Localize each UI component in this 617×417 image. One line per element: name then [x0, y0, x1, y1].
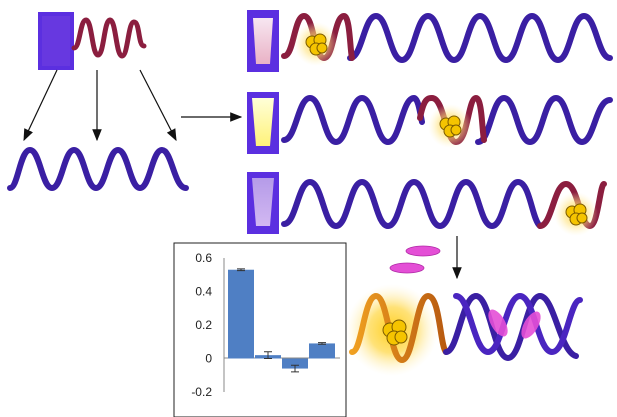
- y-tick-label: 0.4: [195, 285, 212, 299]
- gold-cluster-icon: [305, 33, 328, 56]
- split-arrows: [23, 69, 177, 142]
- blue-helix-row-2: [281, 94, 613, 146]
- gold-cluster-icon: [382, 319, 408, 346]
- chart-frame: [173, 242, 347, 417]
- error-bar: [237, 268, 245, 272]
- blue-helix-left: [7, 146, 189, 192]
- y-tick-label: -0.2: [191, 385, 212, 399]
- gold-cluster-icon: [439, 115, 462, 138]
- pink-ellipse-icon: [389, 245, 441, 274]
- y-tick-label: 0: [205, 352, 212, 366]
- bar-chart: 0.6 0.4 0.2 0 -0.2: [173, 242, 347, 417]
- row-2: [247, 92, 613, 154]
- bar: [228, 269, 254, 359]
- bottom-right-panel: [346, 284, 583, 376]
- top-left-panel: [38, 12, 147, 70]
- bar: [309, 343, 335, 359]
- red-helix-short: [71, 17, 147, 59]
- orange-strand: [349, 292, 449, 364]
- y-tick-label: 0.2: [195, 318, 212, 332]
- duplex-strand-b: [453, 292, 583, 356]
- bars: [228, 268, 335, 373]
- blue-helix-row-3: [281, 178, 543, 230]
- y-tick-labels: 0.6 0.4 0.2 0 -0.2: [191, 251, 212, 399]
- row-3: [247, 172, 607, 236]
- error-bar: [264, 351, 272, 359]
- error-bar: [318, 342, 326, 345]
- blue-helix-row-1: [347, 12, 613, 64]
- row-1: [247, 10, 613, 72]
- error-bar: [291, 364, 299, 373]
- gold-cluster-icon: [565, 203, 588, 226]
- y-tick-label: 0.6: [195, 251, 212, 265]
- bar: [282, 358, 308, 369]
